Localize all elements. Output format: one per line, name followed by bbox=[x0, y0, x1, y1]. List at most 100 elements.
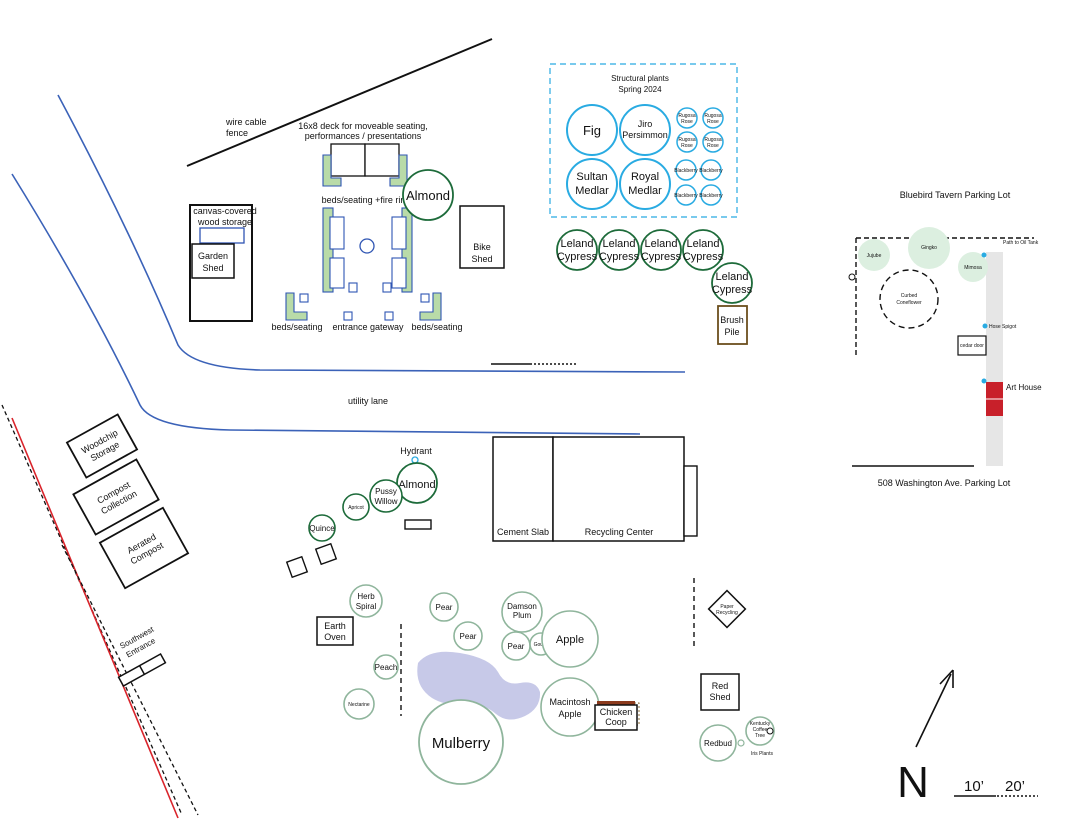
kentucky-label-2: Coffee bbox=[753, 727, 768, 733]
kentucky-label: Kentucky bbox=[750, 721, 771, 727]
inset-path-oil-label: Path to Oil Tank bbox=[1003, 240, 1039, 246]
rugosa-2-label: Rugosa bbox=[704, 113, 721, 119]
wire-fence-label: wire cable bbox=[225, 117, 267, 127]
inset-coneflower-bed bbox=[879, 269, 939, 329]
earth-oven bbox=[316, 616, 354, 646]
inset-coneflower-label-2: Coneflower bbox=[896, 300, 922, 306]
shrub-rugosa-rose-4 bbox=[702, 131, 724, 153]
tree-pear-1 bbox=[429, 592, 459, 622]
recycling-center-label: Recycling Center bbox=[585, 527, 654, 537]
pear-1-label: Pear bbox=[436, 603, 453, 612]
inset-art-house-label: Art House bbox=[1006, 383, 1042, 392]
wire-fence-label-2: fence bbox=[226, 128, 248, 138]
shrub-blackberry-2 bbox=[700, 159, 722, 181]
hydrant-label: Hydrant bbox=[400, 446, 432, 456]
tree-fig-label: Fig bbox=[583, 123, 601, 138]
herb-spiral-label: Herb bbox=[357, 592, 375, 601]
blackberry-4-label: Blackberry bbox=[699, 193, 723, 199]
garden-shed bbox=[191, 243, 235, 279]
tree-jiro-persimmon bbox=[619, 104, 671, 156]
leland-3-label: Leland bbox=[644, 238, 677, 250]
inset-jujube-label: Jujube bbox=[867, 253, 882, 259]
shrub-rugosa-rose-3 bbox=[676, 131, 698, 153]
tree-peach bbox=[373, 654, 399, 680]
road-edge-lower bbox=[11, 173, 641, 435]
scale-10-label: 10’ bbox=[964, 778, 984, 795]
shrub-blackberry-1 bbox=[675, 159, 697, 181]
pussy-willow-label-2: Willow bbox=[374, 497, 397, 506]
deck-left bbox=[330, 143, 366, 177]
tree-almond-lower bbox=[396, 462, 438, 504]
apple-label: Apple bbox=[556, 634, 584, 646]
shrub-rugosa-rose-2 bbox=[702, 107, 724, 129]
structural-plants-box bbox=[549, 63, 738, 218]
west-boundary-red bbox=[11, 417, 179, 819]
tree-mulberry bbox=[418, 699, 504, 785]
bike-shed-label: Bike bbox=[473, 242, 491, 252]
bike-shed bbox=[459, 205, 505, 269]
southwest-entrance-gate bbox=[117, 652, 167, 688]
earth-oven-label: Earth bbox=[324, 621, 346, 631]
bed-lower-right bbox=[419, 292, 442, 321]
tree-royal-label: Royal bbox=[631, 171, 659, 183]
bike-shed-label-2: Shed bbox=[471, 254, 492, 264]
inset-tree-jujube bbox=[858, 239, 890, 271]
shrub-blackberry-4 bbox=[700, 184, 722, 206]
inset-gingko-label: Gingko bbox=[921, 245, 937, 251]
wood-storage-label: canvas-covered bbox=[193, 206, 257, 216]
fire-ring bbox=[359, 238, 375, 254]
pear-2-label: Pear bbox=[460, 632, 477, 641]
damson-label: Damson bbox=[507, 602, 537, 611]
redbud-label: Redbud bbox=[704, 739, 732, 748]
entrance-gateway-label: entrance gateway bbox=[332, 322, 404, 332]
seat-left-2 bbox=[329, 257, 345, 289]
seat-right-2 bbox=[391, 257, 407, 289]
garden-shed-label: Garden bbox=[198, 251, 228, 261]
rugosa-2-label-2: Rose bbox=[707, 119, 719, 125]
tree-almond-top bbox=[402, 169, 454, 221]
bed-right-small bbox=[382, 282, 392, 293]
aerated-compost: Aerated Compost bbox=[98, 506, 190, 590]
inset-hose-label: Hose Spigot bbox=[989, 324, 1017, 330]
tree-leland-cypress-5 bbox=[711, 262, 753, 304]
tree-leland-cypress-3 bbox=[640, 229, 682, 271]
paper-recycling-label: Paper bbox=[720, 604, 734, 610]
small-bench bbox=[404, 519, 432, 530]
iris-marker bbox=[737, 739, 745, 747]
brush-pile bbox=[717, 305, 748, 345]
tree-nectarine bbox=[343, 688, 375, 720]
tree-royal-label-2: Medlar bbox=[628, 185, 662, 197]
macintosh-label: Macintosh bbox=[549, 697, 590, 707]
compost-collection: Compost Collection bbox=[72, 458, 160, 536]
iris-label: Iris Plants bbox=[751, 751, 773, 757]
inset-cedar-label: cedar door bbox=[960, 343, 984, 349]
nectarine-label: Nectarine bbox=[348, 702, 370, 708]
west-boundary-dashed-2 bbox=[61, 544, 199, 816]
tree-pussy-willow bbox=[369, 479, 403, 513]
north-arrow-head bbox=[939, 669, 954, 688]
leland-2-label-2: Cypress bbox=[599, 251, 640, 263]
inset-gate-marker bbox=[848, 273, 856, 281]
deck-label: 16x8 deck for moveable seating, bbox=[298, 121, 428, 131]
tree-quince bbox=[308, 514, 336, 542]
shed-enclosure bbox=[189, 204, 253, 322]
leland-1-label-2: Cypress bbox=[557, 251, 598, 263]
goumi-label: Goumi bbox=[534, 642, 549, 648]
bed-lower-right-small bbox=[420, 293, 430, 303]
scale-20-label: 20’ bbox=[1005, 778, 1025, 795]
tree-leland-cypress-2 bbox=[598, 229, 640, 271]
apricot-label: Apricot bbox=[348, 505, 364, 511]
rugosa-3-label-2: Rose bbox=[681, 143, 693, 149]
garden-shed-label-2: Shed bbox=[202, 263, 223, 273]
inset-tree-gingko bbox=[908, 227, 950, 269]
damson-label-2: Plum bbox=[513, 611, 532, 620]
rugosa-4-label: Rugosa bbox=[704, 137, 721, 143]
rugosa-1-label-2: Rose bbox=[681, 119, 693, 125]
blackberry-3-label: Blackberry bbox=[674, 193, 698, 199]
seat-left-1 bbox=[329, 216, 345, 250]
wood-storage-label-2: wood storage bbox=[197, 217, 252, 227]
herb-spiral-label-2: Spiral bbox=[356, 602, 377, 611]
shrub-rugosa-rose-1 bbox=[676, 107, 698, 129]
red-shed-label: Red bbox=[712, 681, 729, 691]
wire-cable-fence bbox=[186, 38, 493, 167]
